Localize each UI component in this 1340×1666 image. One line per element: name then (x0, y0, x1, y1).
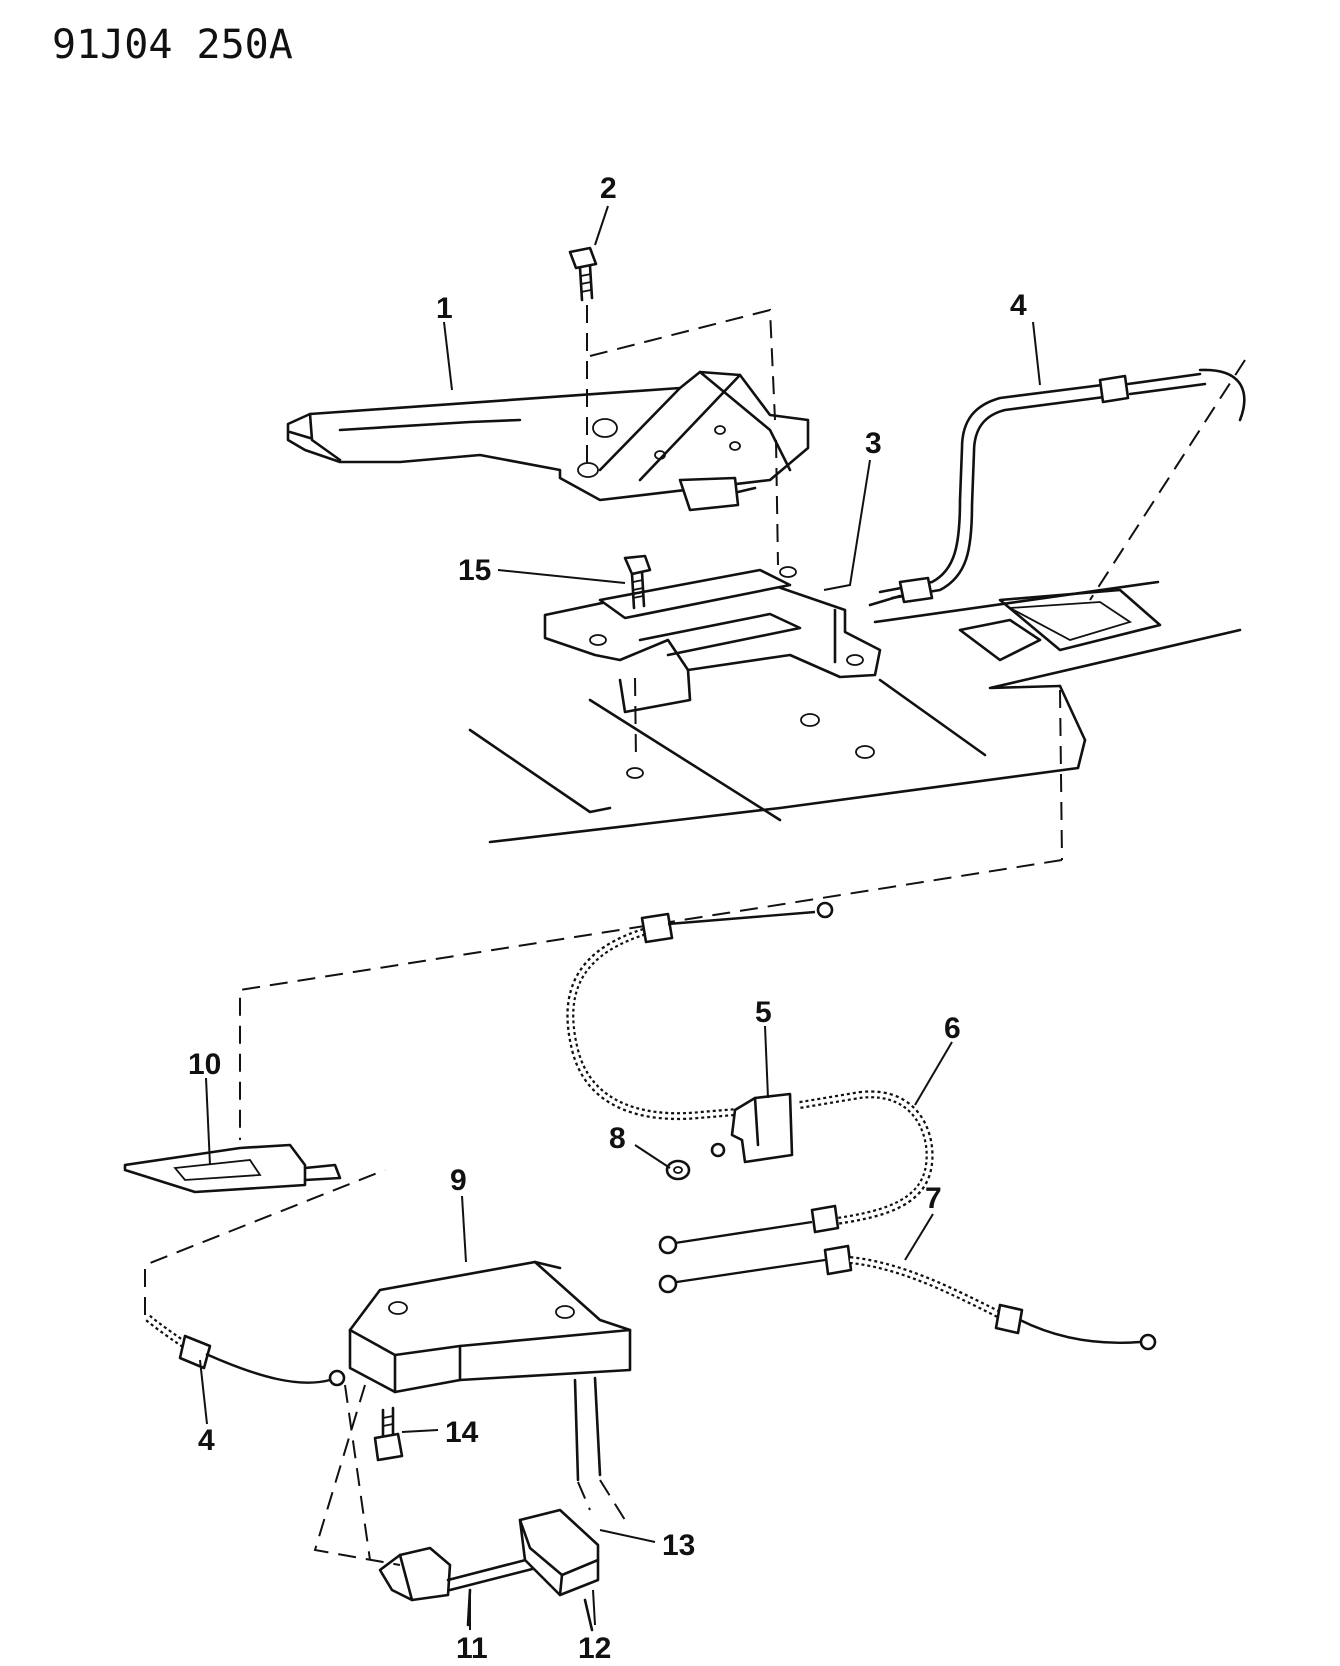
alignment-lines-lower (313, 1384, 626, 1566)
callout-14: 14 (445, 1416, 479, 1449)
callout-2: 2 (600, 172, 617, 205)
nut-8 (665, 1159, 691, 1181)
callout-5: 5 (755, 996, 772, 1029)
reference-code: 91J04 250A (52, 22, 293, 68)
callout-11: 11 (456, 1632, 488, 1665)
callout-4-bottom: 4 (198, 1424, 215, 1457)
callout-15: 15 (458, 554, 491, 587)
bolt-2 (568, 246, 598, 302)
boot-10 (123, 1143, 342, 1194)
retainer-clip-11 (378, 1546, 550, 1627)
bolt-15 (623, 554, 652, 610)
equalizer-bracket-9 (348, 1260, 632, 1482)
callout-leaders (199, 205, 1041, 1630)
parking-brake-lever (286, 370, 810, 512)
callout-7: 7 (925, 1182, 942, 1215)
callout-4-top: 4 (1010, 289, 1027, 322)
callout-6: 6 (944, 1012, 961, 1045)
rear-cable-6 (566, 901, 934, 1255)
rear-cable-7 (658, 1244, 1157, 1351)
retainer-clip-12 (518, 1508, 600, 1632)
callout-9: 9 (450, 1164, 467, 1197)
callout-8: 8 (609, 1122, 626, 1155)
mounting-bracket (543, 566, 882, 714)
callout-3: 3 (865, 427, 882, 460)
callout-labels: 1 2 3 4 15 5 6 7 8 9 10 4 14 11 12 13 (188, 172, 1027, 1665)
front-cable-upper (868, 368, 1246, 607)
floor-pan (468, 580, 1242, 844)
front-cable-lower (144, 1169, 386, 1387)
callout-13: 13 (662, 1529, 695, 1562)
callout-12: 12 (578, 1632, 611, 1665)
callout-10: 10 (188, 1048, 221, 1081)
alignment-lines-upper (239, 305, 1246, 1140)
callout-1: 1 (436, 292, 453, 325)
cable-clip-5 (710, 1092, 794, 1164)
bolt-14 (373, 1406, 404, 1462)
